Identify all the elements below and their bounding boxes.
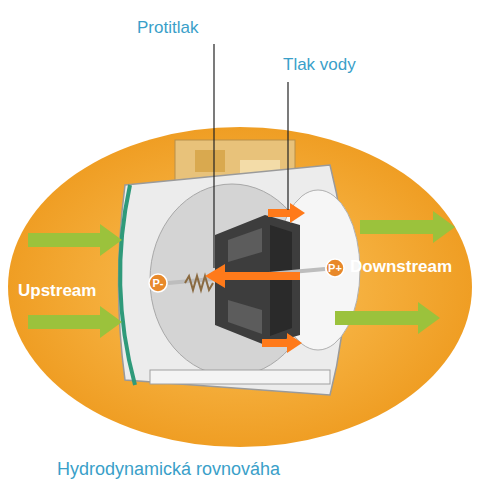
flow-arrow	[335, 302, 440, 334]
callout-label: Protitlak	[137, 18, 198, 38]
rotor-rim	[270, 225, 292, 336]
valve-chamber	[150, 184, 314, 376]
caption: Hydrodynamická rovnováha	[57, 458, 280, 480]
housing-base	[150, 370, 330, 384]
rotor-fin	[228, 300, 262, 334]
callout-label: Tlak vody	[283, 55, 356, 75]
pressure-port: P+	[325, 258, 345, 278]
force-arrow	[268, 203, 305, 223]
flow-label: Downstream	[350, 257, 452, 277]
force-arrow	[205, 264, 300, 288]
pressure-port: P-	[148, 273, 168, 293]
housing-seal	[120, 185, 135, 385]
leader-line	[287, 82, 288, 210]
port-circle-shape	[149, 274, 167, 292]
force-arrow	[262, 333, 302, 353]
port-label: P-	[148, 273, 168, 293]
flow-arrow	[28, 224, 122, 256]
flow-label: Upstream	[18, 281, 96, 301]
valve-head-part	[195, 150, 225, 172]
port-circle-shape	[326, 259, 344, 277]
flow-arrow	[360, 211, 455, 243]
port-label: P+	[325, 258, 345, 278]
flow-arrow	[28, 306, 122, 338]
rotor-fin	[228, 228, 262, 262]
pipe-section	[8, 127, 472, 447]
leader-line	[213, 44, 214, 268]
